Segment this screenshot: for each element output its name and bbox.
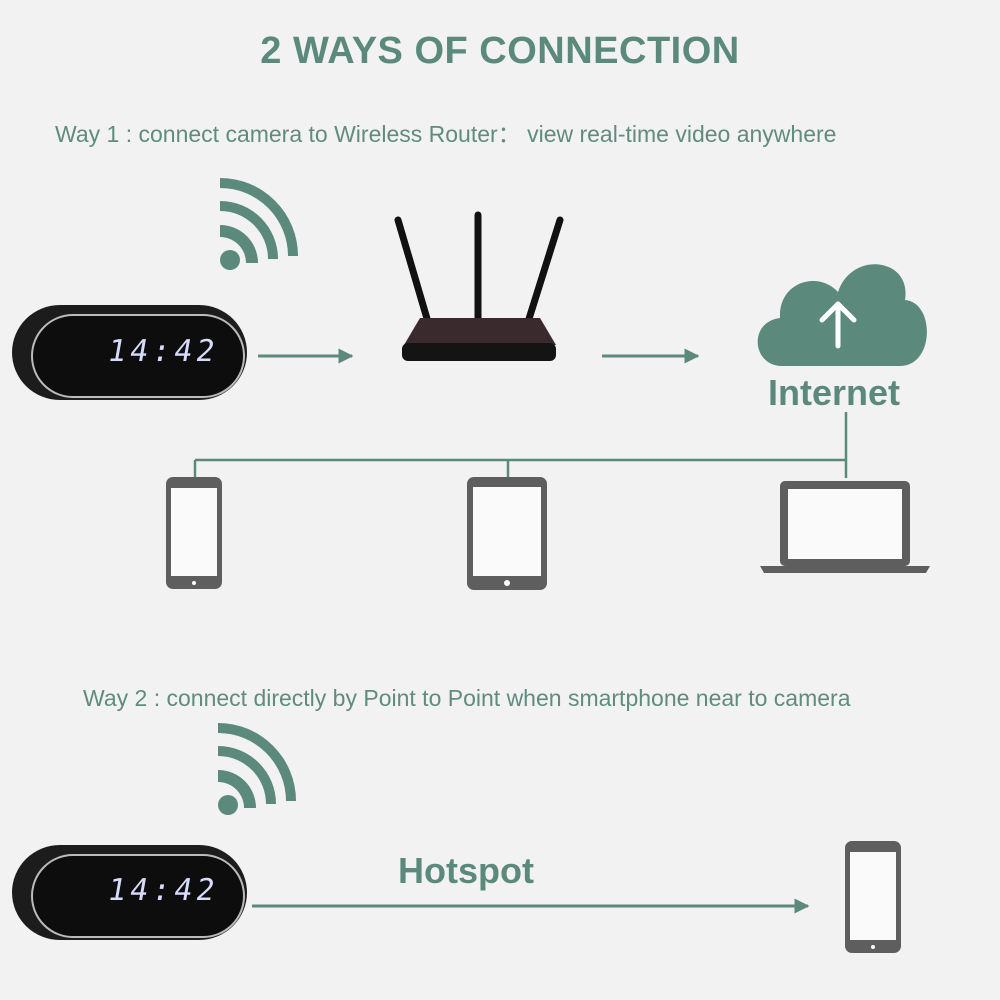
way2-description: Way 2 : connect directly by Point to Poi… xyxy=(83,685,851,711)
router-icon xyxy=(394,211,564,361)
page-title: 2 WAYS OF CONNECTION xyxy=(260,30,740,72)
way1-description: Way 1 : connect camera to Wireless Route… xyxy=(55,121,837,147)
smartphone-icon-2 xyxy=(845,841,901,953)
clock-camera-1 xyxy=(12,305,247,400)
wifi-icon-2 xyxy=(218,723,296,815)
clock-display-1: 14:42 xyxy=(104,334,222,369)
internet-label: Internet xyxy=(768,372,901,413)
tablet-icon xyxy=(467,477,547,590)
laptop-icon xyxy=(760,481,930,573)
smartphone-icon xyxy=(166,477,222,589)
network-lines xyxy=(193,412,848,478)
hotspot-label: Hotspot xyxy=(398,850,534,891)
clock-display-2: 14:42 xyxy=(104,873,222,908)
cloud-icon xyxy=(757,264,927,366)
wifi-icon xyxy=(220,178,298,270)
clock-camera-2 xyxy=(12,845,247,940)
